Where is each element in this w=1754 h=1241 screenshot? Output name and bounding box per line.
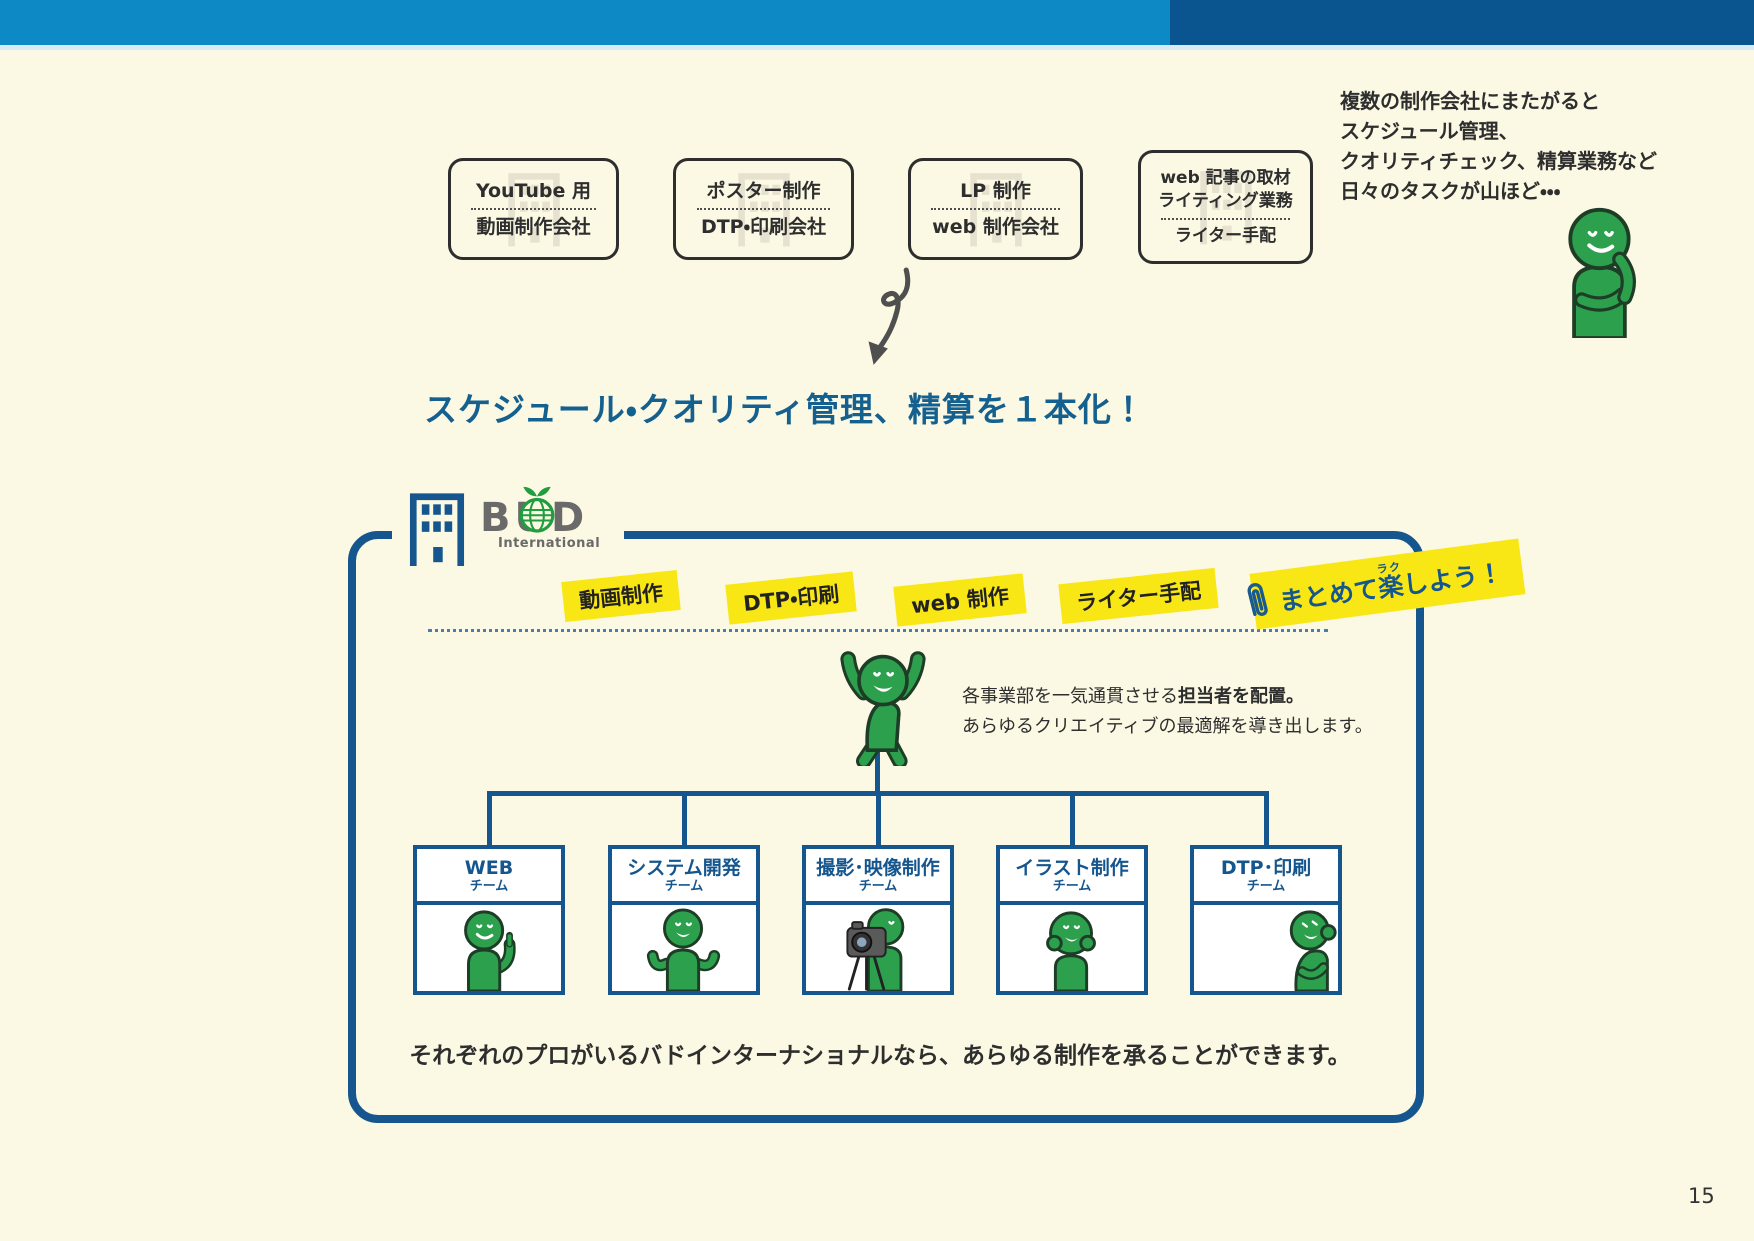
team-header: システム開発 チーム	[612, 849, 756, 905]
divider	[931, 208, 1060, 210]
paperclip-icon	[1237, 573, 1279, 631]
closing-statement: それぞれのプロがいるバドインターナショナルなら、あらゆる制作を承ることができます…	[409, 1043, 1351, 1069]
vendor-service: ライティング業務	[1158, 190, 1293, 211]
vendor-name: DTP・印刷会社	[700, 216, 827, 238]
team-header: DTP･印刷 チーム	[1194, 849, 1338, 905]
globe-sprout-icon	[516, 484, 558, 543]
note-line: 複数の制作会社にまたがると	[1340, 89, 1600, 113]
coordinator-line2: あらゆるクリエイティブの最適解を導き出します。	[962, 716, 1373, 737]
top-bar-dark	[1170, 0, 1754, 45]
team-illustration	[1194, 905, 1338, 991]
camera-character-icon	[846, 908, 905, 991]
connector-drop	[682, 791, 687, 847]
coordinator-note: 各事業部を一気通貫させる担当者を配置。 あらゆるクリエイティブの最適解を導き出し…	[962, 682, 1373, 742]
pain-point-note: 複数の制作会社にまたがると スケジュール管理、 クオリティチェック、精算業務など…	[1340, 86, 1754, 206]
vendor-name: web 制作会社	[932, 216, 1059, 238]
banner-kanji: 楽	[1376, 571, 1406, 604]
team-box-dtp: DTP･印刷 チーム	[1190, 845, 1342, 995]
page-number: 15	[1688, 1184, 1715, 1208]
banner-text-after: しよう！	[1401, 558, 1505, 600]
team-subtitle: チーム	[664, 878, 704, 894]
connector-drop	[876, 791, 881, 847]
vendor-name: 動画制作会社	[476, 216, 591, 238]
team-box-illustration: イラスト制作 チーム	[996, 845, 1148, 995]
coordinator-line1: 各事業部を一気通貫させる担当者を配置。	[962, 686, 1304, 707]
headline: スケジュール・クオリティ管理、精算を１本化！	[424, 390, 1146, 429]
team-illustration	[417, 905, 561, 991]
connector-drop	[1070, 791, 1075, 847]
team-header: WEB チーム	[417, 849, 561, 905]
thinking-character-icon	[1568, 207, 1636, 338]
divider	[470, 208, 597, 210]
vendor-service: YouTube 用	[475, 180, 592, 202]
building-icon	[408, 492, 466, 570]
team-illustration	[612, 905, 756, 991]
vendor-name: ライター手配	[1174, 225, 1277, 246]
team-title: DTP･印刷	[1220, 856, 1312, 879]
pointing-character-icon	[464, 910, 516, 991]
logo-subtext: International	[498, 536, 601, 551]
building-watermark-icon	[451, 161, 616, 257]
divider	[1161, 217, 1290, 220]
team-subtitle: チーム	[1246, 878, 1286, 894]
note-line: クオリティチェック、精算業務など	[1340, 149, 1657, 173]
bud-frame	[348, 531, 1424, 1123]
note-line: 日々のタスクが山ほど・・・	[1340, 179, 1561, 203]
peeking-character-icon	[1289, 910, 1337, 991]
bud-logo: B U D International	[480, 486, 620, 551]
vendor-box-dtp: ポスター制作 DTP・印刷会社	[673, 158, 854, 260]
team-title: イラスト制作	[1015, 856, 1129, 879]
logo-letter: D	[550, 495, 585, 541]
team-box-system: システム開発 チーム	[608, 845, 760, 995]
connector-drop	[487, 791, 492, 847]
team-title: WEB	[464, 856, 514, 879]
team-subtitle: チーム	[469, 878, 509, 894]
vendor-service: LP 制作	[960, 180, 1031, 202]
team-illustration	[1000, 905, 1144, 991]
vendor-service: web 記事の取材	[1160, 167, 1291, 188]
divider	[697, 208, 830, 210]
team-illustration	[806, 905, 950, 991]
shy-character-icon	[1046, 911, 1096, 991]
team-subtitle: チーム	[1052, 878, 1092, 894]
banner-text-before: まとめて	[1277, 574, 1381, 617]
building-watermark-icon	[676, 161, 851, 257]
swash-down-arrow-icon	[868, 267, 911, 365]
connector-drop	[1264, 791, 1269, 847]
team-header: 撮影･映像制作 チーム	[806, 849, 950, 905]
note-line: スケジュール管理、	[1340, 119, 1519, 143]
team-title: システム開発	[627, 856, 741, 879]
logo-letter: B	[480, 495, 511, 541]
team-box-photo: 撮影･映像制作 チーム	[802, 845, 954, 995]
team-box-web: WEB チーム	[413, 845, 565, 995]
top-bar-strip	[0, 45, 1754, 50]
team-title: 撮影･映像制作	[816, 856, 940, 879]
jumping-character-icon	[840, 651, 926, 766]
team-header: イラスト制作 チーム	[1000, 849, 1144, 905]
top-bar-light	[0, 0, 1170, 45]
building-watermark-icon	[911, 161, 1080, 257]
open-arms-character-icon	[646, 908, 721, 991]
vendor-box-video: YouTube 用 動画制作会社	[448, 158, 619, 260]
dotted-separator	[428, 629, 1328, 632]
team-subtitle: チーム	[858, 878, 898, 894]
vendor-box-writing: web 記事の取材 ライティング業務 ライター手配	[1138, 150, 1313, 264]
bud-logo-block: B U D International	[392, 486, 624, 572]
vendor-service: ポスター制作	[706, 180, 821, 202]
vendor-box-web: LP 制作 web 制作会社	[908, 158, 1083, 260]
building-watermark-icon	[1141, 153, 1310, 261]
